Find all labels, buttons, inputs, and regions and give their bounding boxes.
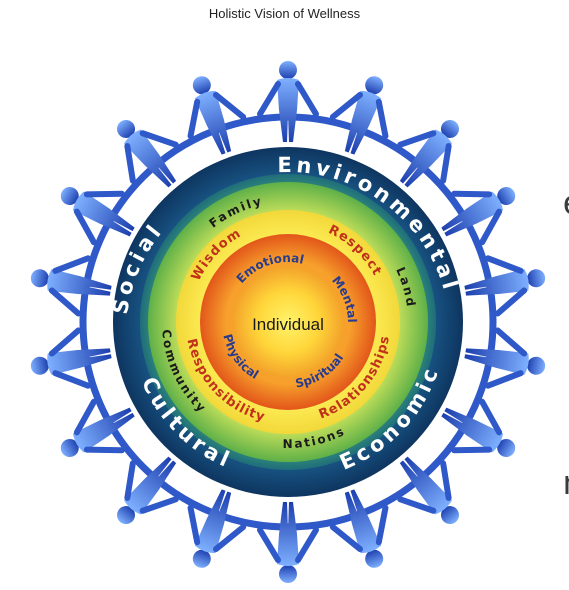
person-figure: [397, 456, 459, 525]
person-figure: [30, 255, 112, 317]
person-figure: [397, 119, 459, 188]
edge-fragment-n: n: [563, 464, 569, 502]
people-ring: [30, 61, 546, 583]
person-figure: [30, 327, 112, 389]
people-arms: [79, 113, 497, 531]
person-figure: [441, 187, 516, 246]
person-figure: [60, 398, 135, 457]
edge-fragment-e: e: [563, 184, 569, 222]
person-figure: [329, 76, 389, 155]
diagram-title: Holistic Vision of Wellness: [208, 6, 361, 21]
person-figure: [187, 76, 247, 155]
person-figure: [257, 502, 319, 583]
person-figure: [60, 187, 135, 246]
person-figure: [441, 398, 516, 457]
person-figure: [329, 489, 389, 568]
person-figure: [464, 255, 546, 317]
person-figure: [117, 119, 179, 188]
person-figure: [257, 61, 319, 142]
center-circle: [232, 266, 344, 378]
center-label: Individual: [252, 315, 324, 334]
person-figure: [464, 327, 546, 389]
person-figure: [187, 489, 247, 568]
person-figure: [117, 456, 179, 525]
